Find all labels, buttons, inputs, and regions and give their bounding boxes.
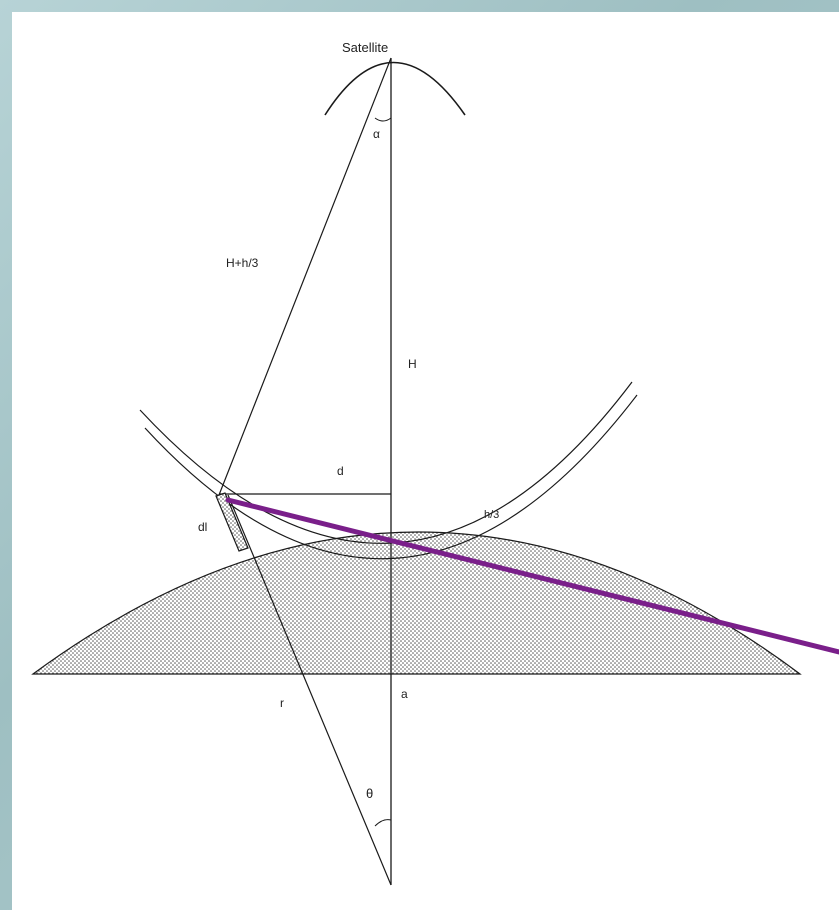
theta-angle-arc <box>374 819 392 827</box>
theta-label: θ <box>366 786 373 801</box>
h-third-label: h/3 <box>484 509 499 521</box>
atmosphere-outer-arc <box>144 394 638 560</box>
satellite-label: Satellite <box>342 40 388 55</box>
earth-surface <box>31 531 802 675</box>
slant-line <box>218 57 392 496</box>
r-label: r <box>280 696 284 710</box>
a-label: a <box>401 687 408 701</box>
distance-label: d <box>337 464 344 478</box>
slant-label: H+h/3 <box>226 256 259 270</box>
height-label: H <box>408 357 417 371</box>
diagram-paper <box>12 12 839 910</box>
alpha-angle-arc <box>374 117 392 122</box>
atmosphere-inner-arc <box>139 381 633 544</box>
dl-segment <box>215 492 249 552</box>
dl-label: dl <box>198 520 207 534</box>
satellite-orbit-arc <box>324 61 466 116</box>
radius-line <box>227 494 392 886</box>
highlight-line <box>225 497 839 655</box>
alpha-label: α <box>373 127 380 141</box>
